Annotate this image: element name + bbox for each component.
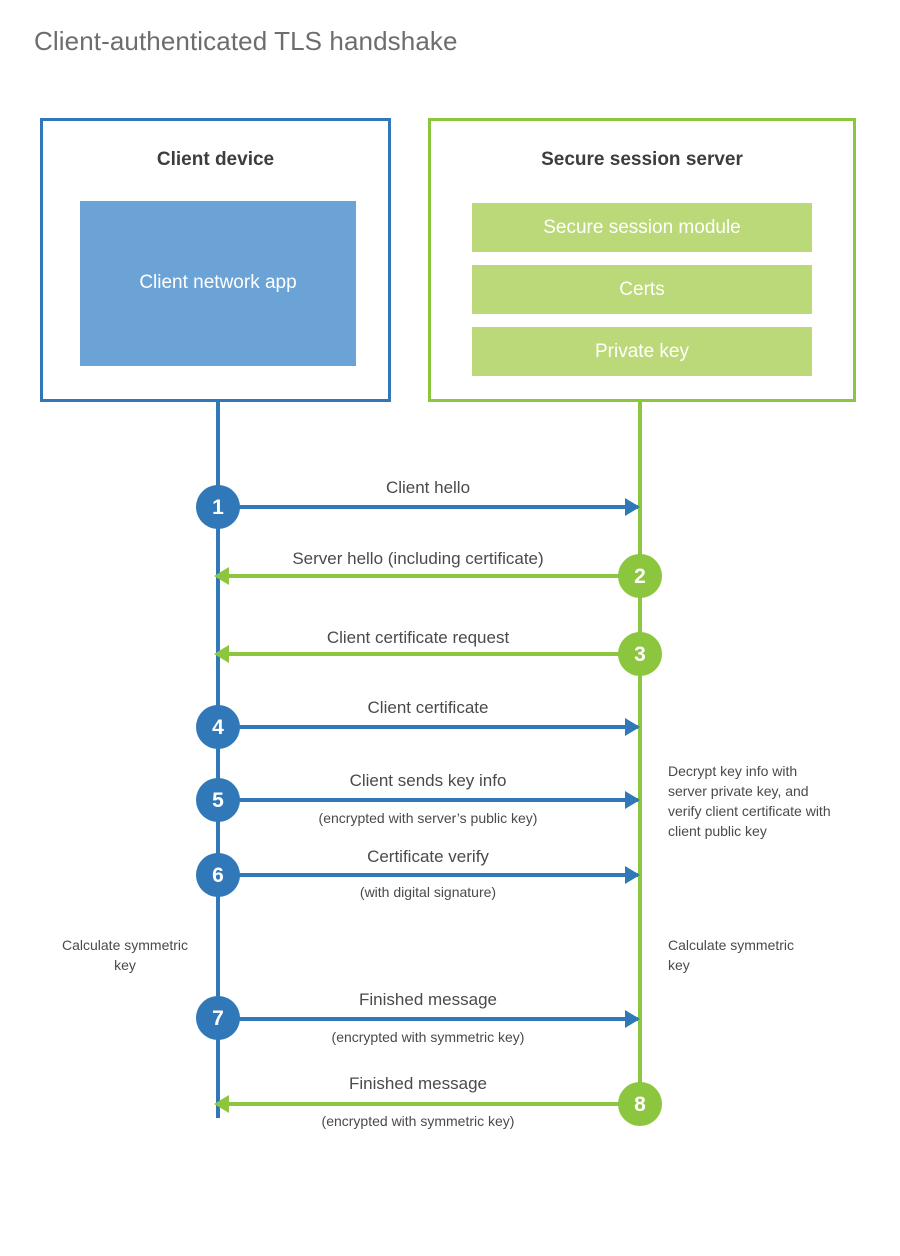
message-7-line — [218, 1017, 638, 1021]
message-6-arrowhead-icon — [625, 866, 640, 884]
step-badge-3: 3 — [618, 632, 662, 676]
server-block-private-key: Private key — [472, 327, 812, 376]
client-device-title: Client device — [156, 149, 275, 170]
server-lifeline — [638, 400, 642, 1110]
step-badge-6: 6 — [196, 853, 240, 897]
message-6-sublabel: (with digital signature) — [359, 884, 497, 900]
step-badge-8: 8 — [618, 1082, 662, 1126]
message-4-arrowhead-icon — [625, 718, 640, 736]
message-8-label: Finished message — [349, 1074, 487, 1093]
message-8-sublabel: (encrypted with symmetric key) — [321, 1113, 515, 1129]
step-badge-2: 2 — [618, 554, 662, 598]
step-badge-5: 5 — [196, 778, 240, 822]
server-calculate-symmetric-key-note: Calculate symmetric key — [668, 937, 795, 973]
page-title: Client-authenticated TLS handshake — [34, 26, 458, 56]
message-1-line — [218, 505, 638, 509]
message-8-arrowhead-icon — [214, 1095, 229, 1113]
client-network-app-block: Client network app — [80, 201, 356, 366]
message-3-arrowhead-icon — [214, 645, 229, 663]
message-7-sublabel: (encrypted with symmetric key) — [331, 1029, 525, 1045]
message-7-label: Finished message — [359, 990, 497, 1009]
server-block-secure-session-module: Secure session module — [472, 203, 812, 252]
client-lifeline — [216, 400, 220, 1118]
client-device-box: Client device Client network app — [40, 118, 391, 402]
step-badge-1: 1 — [196, 485, 240, 529]
server-decrypt-note: Decrypt key info with server private key… — [668, 763, 831, 839]
step-badge-7: 7 — [196, 996, 240, 1040]
message-6-line — [218, 873, 638, 877]
message-3-label: Client certificate request — [326, 628, 510, 647]
client-calculate-symmetric-key-note: Calculate symmetric key — [61, 937, 189, 973]
step-badge-4: 4 — [196, 705, 240, 749]
message-2-label: Server hello (including certificate) — [292, 549, 544, 568]
message-5-sublabel: (encrypted with server’s public key) — [318, 810, 538, 826]
message-8-line — [227, 1102, 638, 1106]
message-3-line — [227, 652, 638, 656]
secure-session-server-title: Secure session server — [541, 149, 743, 170]
message-1-label: Client hello — [385, 478, 471, 497]
server-block-certs: Certs — [472, 265, 812, 314]
message-4-line — [218, 725, 638, 729]
message-4-label: Client certificate — [367, 698, 489, 717]
message-5-label: Client sends key info — [349, 771, 507, 790]
message-1-arrowhead-icon — [625, 498, 640, 516]
message-2-line — [227, 574, 638, 578]
message-7-arrowhead-icon — [625, 1010, 640, 1028]
message-2-arrowhead-icon — [214, 567, 229, 585]
secure-session-server-box: Secure session server Secure session mod… — [428, 118, 856, 402]
message-5-line — [218, 798, 638, 802]
message-5-arrowhead-icon — [625, 791, 640, 809]
message-6-label: Certificate verify — [367, 847, 489, 866]
